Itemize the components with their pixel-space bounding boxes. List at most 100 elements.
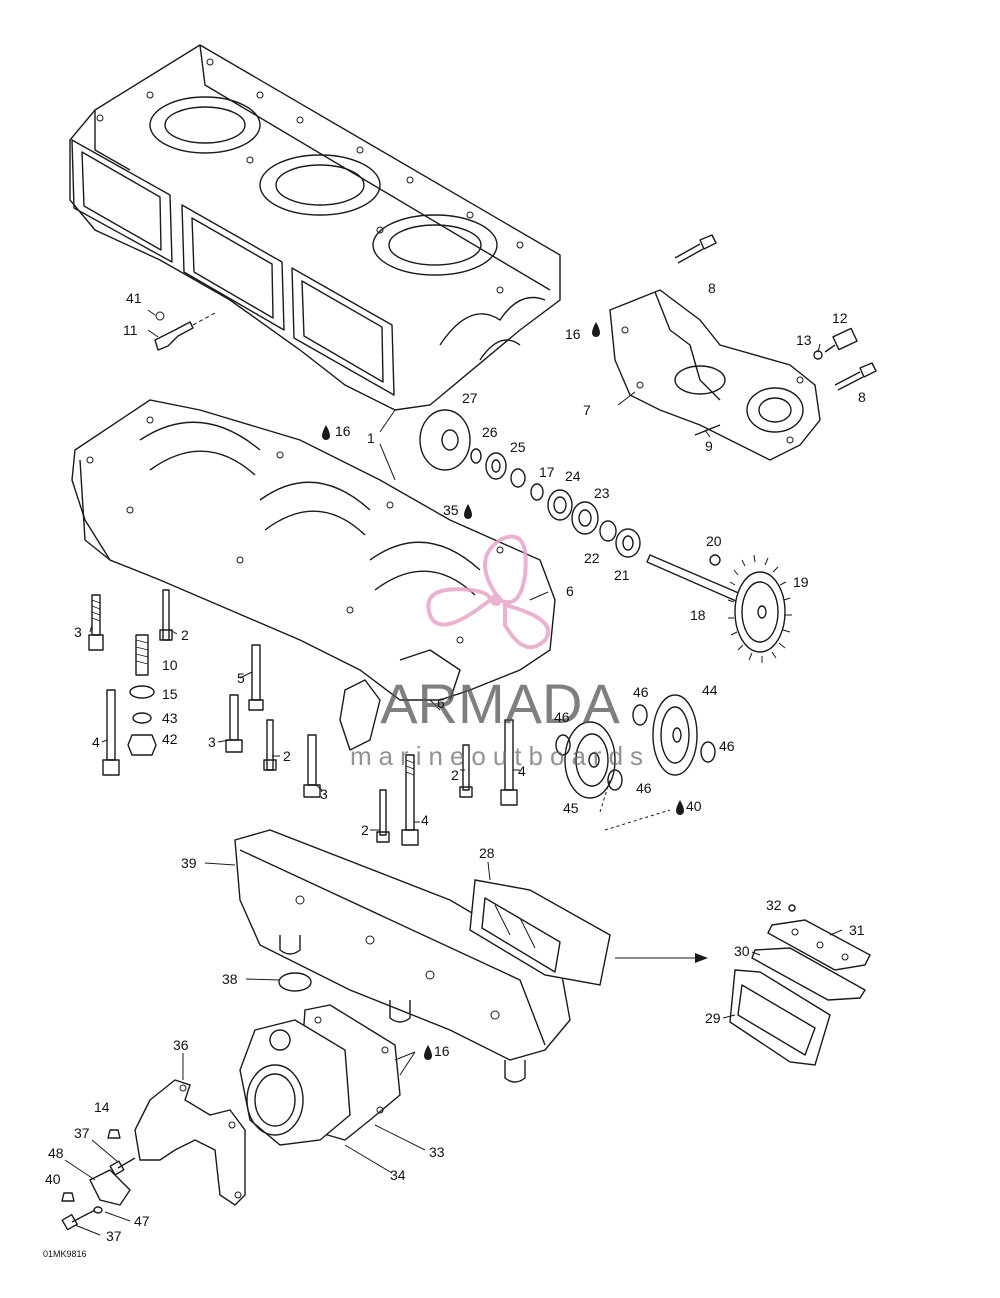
callout-2-center: 2 [283,748,291,764]
screw-32 [788,904,796,912]
callout-12: 12 [832,310,848,326]
callout-26: 26 [482,424,498,440]
rotary-valve-cover [609,289,821,461]
callout-17: 17 [539,464,555,480]
callout-37-upper: 37 [74,1125,90,1141]
bolt-3-left [88,594,104,651]
screw-37-lower [61,1209,96,1231]
callout-31: 31 [849,922,865,938]
bolt-2-left [159,589,173,641]
lower-crankcase [71,399,556,751]
carburetor-adaptor-34 [239,1019,351,1146]
callout-37-lower: 37 [106,1228,122,1244]
o-ring-38 [278,972,312,992]
reed-stopper-31 [767,919,871,971]
bolt-3-lower [303,734,321,798]
callout-47: 47 [134,1213,150,1229]
callout-4-right: 4 [518,763,526,779]
bolt-2-lower [376,789,390,843]
washer-15 [129,685,155,699]
callout-labels: 41 11 8 16 12 13 8 7 9 27 16 1 26 25 17 … [45,280,866,1244]
bolt-4-left [102,689,120,776]
callout-25: 25 [510,439,526,455]
bolt-8-right [834,362,877,391]
clamp-48 [89,1169,131,1206]
callout-3-left: 3 [74,624,82,640]
callout-19: 19 [793,574,809,590]
gear-44 [652,694,698,776]
callout-2-right: 2 [451,767,459,783]
bolt-2-right [459,744,473,798]
callout-46-right: 46 [719,738,735,754]
drive-gear-27 [419,409,471,471]
callout-40-lower: 40 [45,1171,61,1187]
callout-3-lower: 3 [320,786,328,802]
reed-block-29 [729,969,831,1066]
callout-18: 18 [690,607,706,623]
bolt-4-right [500,719,518,806]
callout-1: 1 [367,430,375,446]
callout-9: 9 [705,438,713,454]
callout-34: 34 [390,1167,406,1183]
callout-48: 48 [48,1145,64,1161]
screw-12 [824,327,858,353]
bracket-hole-2 [228,1121,236,1129]
watermark-logo [426,534,551,650]
callout-20: 20 [706,533,722,549]
callout-15: 15 [162,686,178,702]
callout-33: 33 [429,1144,445,1160]
callout-8-right: 8 [858,389,866,405]
callout-45: 45 [563,800,579,816]
callout-3-center: 3 [208,734,216,750]
bolt-3-center [225,694,243,753]
washer-43 [132,712,152,724]
sealant-drops [322,322,684,1060]
callout-2-left: 2 [181,627,189,643]
bracket-36 [134,1079,246,1206]
callout-23: 23 [594,485,610,501]
callout-10: 10 [162,657,178,673]
callout-46-bottom: 46 [636,780,652,796]
callout-11: 11 [123,322,138,338]
fitting-11 [154,311,216,351]
upper-crankcase [69,44,561,411]
bolt-8-upper [674,234,717,264]
callout-40-upper: 40 [686,798,702,814]
callout-21: 21 [614,567,630,583]
callout-16-upper: 16 [565,326,581,342]
washer-46-a [555,734,571,756]
callout-41: 41 [126,290,142,306]
callout-13: 13 [796,332,812,348]
callout-42: 42 [162,731,178,747]
nut-42 [127,734,157,756]
callout-24: 24 [565,468,581,484]
watermark-brand: ARMADA [380,672,620,735]
washer-46-b [632,704,648,726]
callout-14: 14 [94,1099,110,1115]
callout-16-middle: 16 [335,423,351,439]
callout-6-upper: 6 [566,583,574,599]
reed-petal-30 [751,947,866,1001]
callout-16-lower: 16 [434,1043,450,1059]
callout-29: 29 [705,1010,721,1026]
washer-47 [93,1206,103,1214]
leader-lines [64,309,843,1236]
watermark-petal-left [426,587,493,627]
intake-manifold [234,829,571,1083]
bracket-hole-1 [179,1084,187,1092]
callout-2-lower: 2 [361,822,369,838]
callout-38: 38 [222,971,238,987]
callout-35: 35 [443,502,459,518]
watermark-tagline: marineoutboards [350,741,650,771]
drawing-code: 01MK9816 [43,1249,87,1259]
callout-39: 39 [181,855,197,871]
callout-32: 32 [766,897,782,913]
reed-valve-28 [469,879,611,986]
callout-4-lower: 4 [421,812,429,828]
watermark-petal-top [483,534,528,605]
bolt-2-center [263,719,277,771]
callout-27: 27 [462,390,478,406]
callout-44: 44 [702,682,718,698]
washer-46-c [700,741,716,763]
